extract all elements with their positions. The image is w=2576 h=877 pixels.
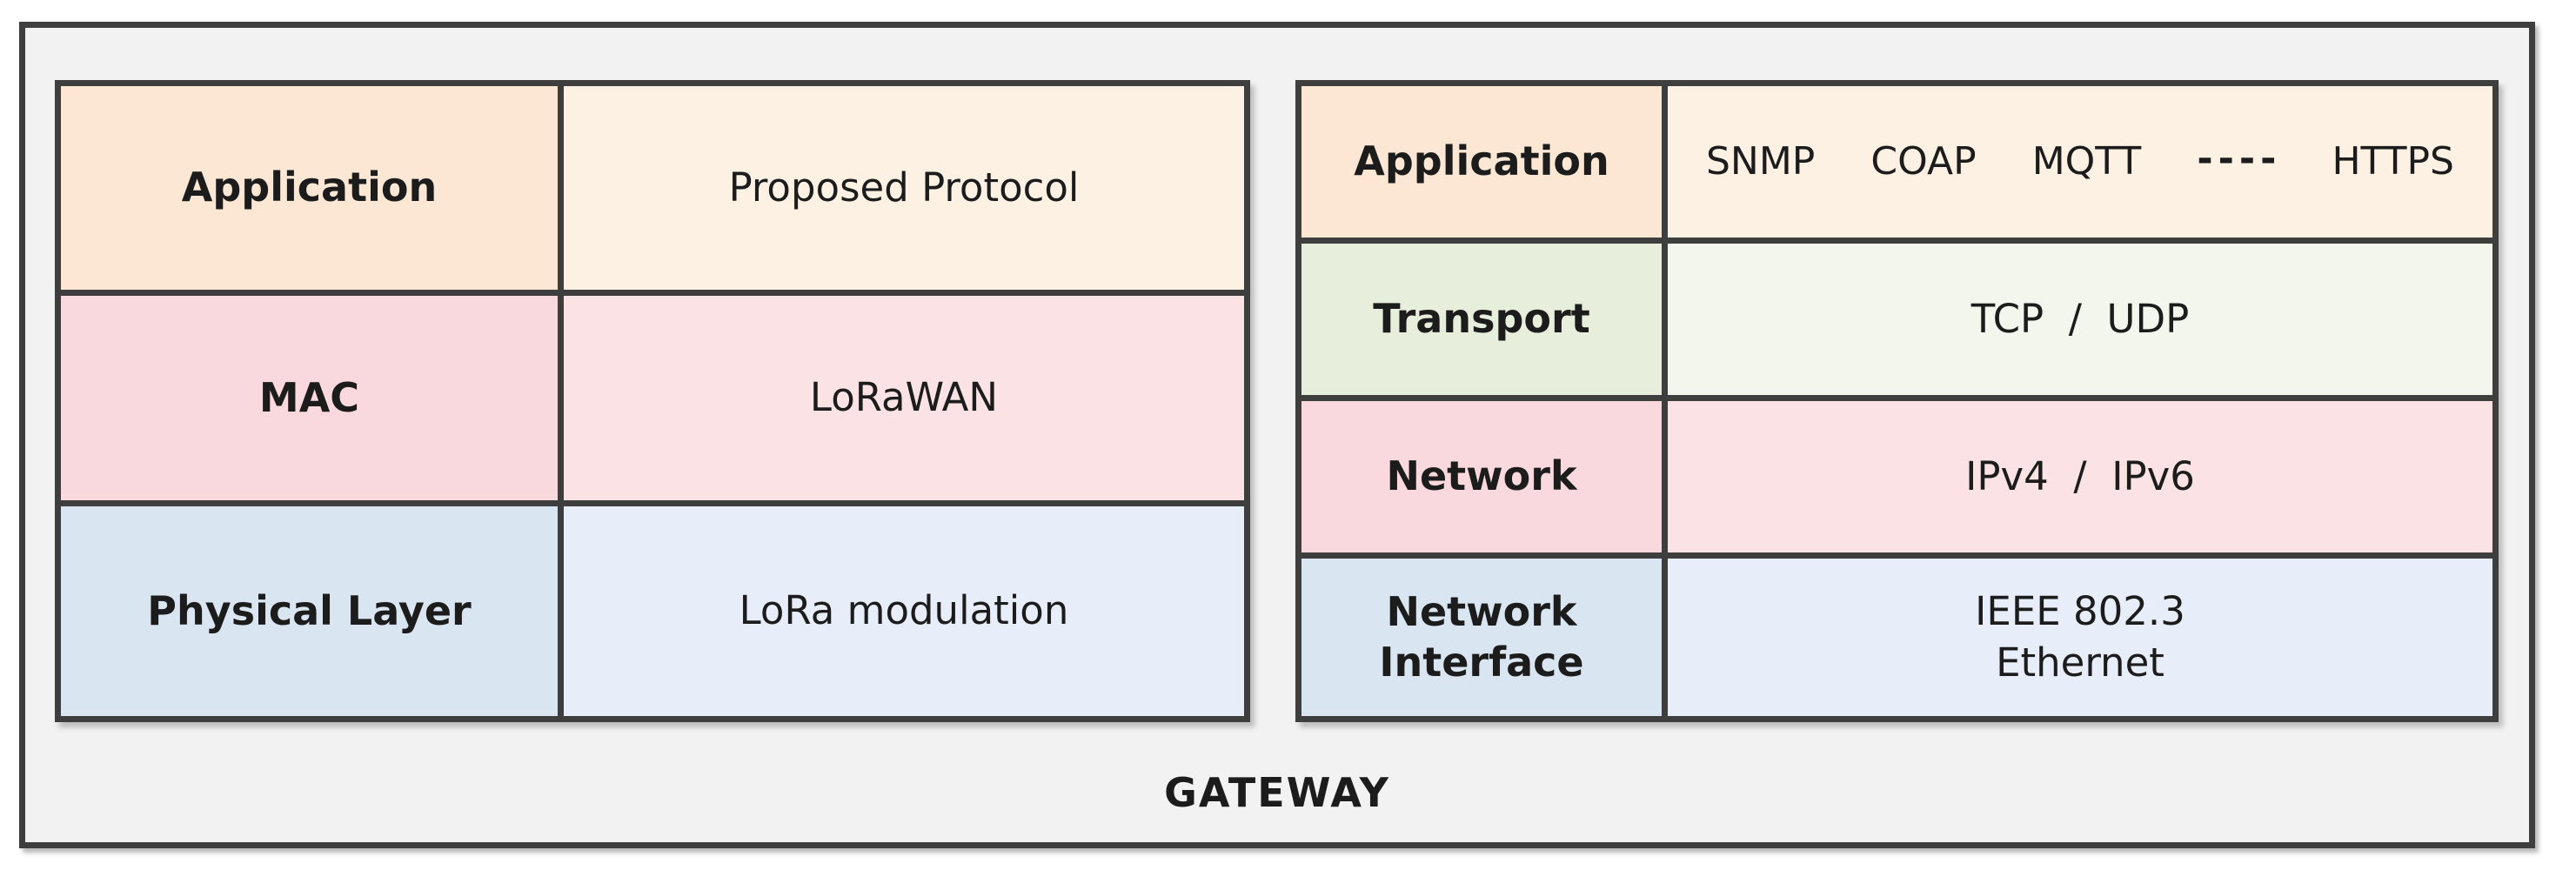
layer-value-lora-modulation: LoRa modulation [564,505,1244,716]
protocol-snmp: SNMP [1706,139,1816,184]
gateway-panel: Application Proposed Protocol MAC LoRaWA… [19,22,2535,848]
right-protocol-stack: Application SNMP COAP MQTT ---- HTTPS Tr… [1295,80,2499,722]
protocol-https: HTTPS [2332,139,2454,184]
layer-label-transport: Transport [1301,244,1668,401]
layer-label-application: Application [1301,86,1668,244]
protocol-mqtt: MQTT [2031,139,2142,184]
layer-label-network: Network [1301,401,1668,559]
layer-value-ieee-ethernet: IEEE 802.3 Ethernet [1668,559,2492,716]
layer-label-physical: Physical Layer [61,505,564,716]
gateway-label: GATEWAY [1164,769,1390,816]
left-protocol-stack: Application Proposed Protocol MAC LoRaWA… [55,80,1250,722]
layer-value-lorawan: LoRaWAN [564,296,1244,506]
layer-label-network-interface: Network Interface [1301,559,1668,716]
layer-value-app-protocols: SNMP COAP MQTT ---- HTTPS [1668,86,2492,244]
layer-value-proposed-protocol: Proposed Protocol [564,86,1244,297]
layer-label-application: Application [61,86,564,297]
layer-value-ipv4-ipv6: IPv4 / IPv6 [1668,401,2492,559]
layer-value-tcp-udp: TCP / UDP [1668,244,2492,401]
layer-label-mac: MAC [61,296,564,506]
protocol-coap: COAP [1870,139,1977,184]
dash-connector: ---- [2197,137,2282,182]
